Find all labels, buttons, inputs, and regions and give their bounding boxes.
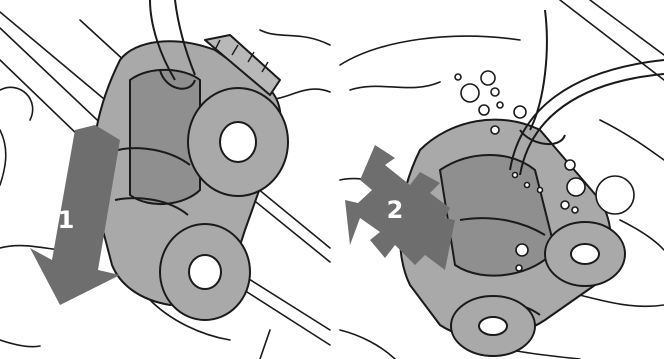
step-number-1: 1 — [58, 206, 75, 234]
downward-arrow: 1 — [30, 125, 120, 305]
wheel-front-lower — [159, 223, 251, 321]
handle-and-hands — [149, 0, 196, 90]
panel-2: 2 — [339, 0, 664, 359]
wheel-front-upper — [187, 87, 289, 197]
air-bubbles — [454, 70, 635, 272]
four-way-move-arrow: 2 — [345, 145, 455, 270]
panel-1: 1 — [0, 0, 331, 359]
wheel-lower-left — [450, 295, 536, 357]
step-number-2: 2 — [387, 196, 404, 224]
pool-outline-lines-2 — [339, 0, 664, 359]
wheel-lower-right — [544, 221, 626, 287]
hose-and-hand — [509, 9, 664, 176]
